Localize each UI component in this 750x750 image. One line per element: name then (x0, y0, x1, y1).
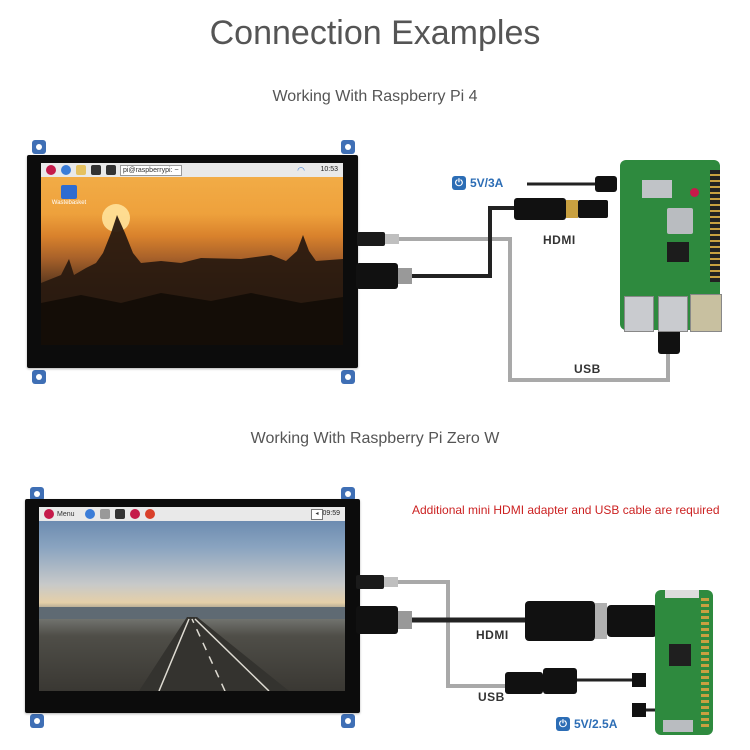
power-label: 5V/3A (470, 176, 504, 190)
ram-chip (667, 242, 689, 262)
cables-pi4 (398, 182, 670, 382)
wifi-icon[interactable]: ◠ (297, 165, 305, 175)
terminal-icon[interactable] (106, 165, 116, 175)
web-browser-icon[interactable] (84, 509, 95, 519)
taskbar-window[interactable]: pi@raspberrypi: ~ (120, 164, 182, 176)
taskbar: pi@raspberrypi: ~ ◠ 10:53 (41, 163, 343, 177)
usb-ports (624, 296, 654, 332)
road-scene (39, 607, 345, 691)
foreground-trees (41, 293, 343, 345)
mount-hole (30, 714, 44, 728)
section-title-pi4: Working With Raspberry Pi 4 (272, 88, 478, 105)
wifi-module (642, 180, 672, 198)
usb-ports (658, 296, 688, 332)
mount-hole (341, 370, 355, 384)
usb-plug-metal (385, 234, 399, 244)
hdmi-label: HDMI (543, 233, 576, 247)
desktop-icon-wastebasket[interactable]: Wastebasket (49, 185, 89, 206)
hdmi-cable (410, 206, 515, 278)
adapter-note: Additional mini HDMI adapter and USB cab… (412, 503, 720, 517)
screen: Menu ◂ 09:59 (39, 507, 345, 691)
hdmi-adapter-gold (566, 200, 578, 218)
usb-otg-plug (543, 668, 577, 694)
micro-hdmi-plug (578, 200, 608, 218)
scene-silhouette (41, 204, 343, 345)
mini-hdmi-adapter-metal (595, 603, 607, 639)
power-label: 5V/2.5A (574, 717, 618, 731)
power-spec-pi4: ⏻ 5V/3A (452, 176, 503, 190)
sd-slot (663, 720, 693, 732)
usb-plug (356, 575, 384, 589)
road-center-line (191, 618, 226, 691)
mount-hole (341, 714, 355, 728)
folder-icon[interactable] (76, 165, 86, 175)
mini-hdmi-adapter (525, 601, 595, 641)
usb-otg-adapter (505, 672, 543, 694)
raspberry-logo-icon[interactable] (44, 509, 54, 519)
raspberry-pi-zero-w-board (655, 590, 715, 740)
speaker-icon[interactable]: ◂ (311, 509, 323, 520)
menu-button[interactable]: Menu (57, 510, 75, 518)
mount-hole (32, 140, 46, 154)
raspberry-pi-4-board (612, 160, 724, 336)
web-browser-icon[interactable] (61, 165, 71, 175)
file-manager-icon[interactable] (99, 509, 110, 519)
screen: pi@raspberrypi: ~ ◠ 10:53 Wastebasket (41, 163, 343, 345)
clock: 10:53 (320, 166, 338, 173)
power-icon: ⏻ (452, 176, 466, 190)
hdmi-plug (356, 606, 398, 634)
usb-a-plug (658, 328, 680, 354)
ethernet-port (690, 294, 722, 332)
display-pi-zero-w: Menu ◂ 09:59 (25, 485, 360, 730)
hdmi-label: HDMI (476, 628, 509, 642)
taskbar: Menu ◂ 09:59 (39, 507, 345, 521)
road-marking (158, 618, 270, 691)
soc-chip (667, 208, 693, 234)
mount-hole (32, 370, 46, 384)
gpio-pads (701, 598, 709, 728)
power-spec-pi-zero-w: ⏻ 5V/2.5A (556, 717, 617, 731)
usb-plug (357, 232, 385, 246)
raspberry-logo-icon[interactable] (46, 165, 56, 175)
hdmi-plug-metal (398, 268, 412, 284)
hdmi-adapter (514, 198, 566, 220)
terminal-icon[interactable] (114, 509, 125, 519)
raspberry-logo-icon[interactable] (144, 509, 155, 519)
camera-connector (665, 590, 699, 598)
soc-chip (669, 644, 691, 666)
wastebasket-icon (61, 185, 77, 199)
usb-label: USB (574, 362, 601, 376)
mini-hdmi-plug (607, 605, 657, 637)
page-title: Connection Examples (209, 14, 541, 52)
hdmi-plug (356, 263, 398, 289)
road (139, 617, 289, 691)
mount-hole (341, 487, 355, 501)
micro-usb-power-plug (632, 703, 646, 717)
usb-cable (398, 237, 670, 382)
desktop-icon-label: Wastebasket (51, 200, 87, 206)
clock: 09:59 (322, 510, 340, 517)
usb-plug-metal (384, 577, 398, 587)
gpio-header (710, 170, 720, 282)
section-title-pi-zero-w: Working With Raspberry Pi Zero W (250, 430, 500, 447)
terminal-icon[interactable] (91, 165, 101, 175)
hdmi-plug-metal (398, 611, 412, 629)
display-pi4: pi@raspberrypi: ~ ◠ 10:53 Wastebasket (25, 138, 360, 386)
power-icon: ⏻ (556, 717, 570, 731)
raspberry-logo-icon (690, 188, 699, 197)
usbc-plug (595, 176, 617, 192)
usb-label: USB (478, 690, 505, 704)
settings-icon[interactable] (129, 509, 140, 519)
mount-hole (30, 487, 44, 501)
micro-usb-plug (632, 673, 646, 687)
usb-cable (398, 580, 505, 688)
mount-hole (341, 140, 355, 154)
cables-pi-zero-w (398, 580, 660, 712)
horizon-mountains (39, 607, 345, 619)
